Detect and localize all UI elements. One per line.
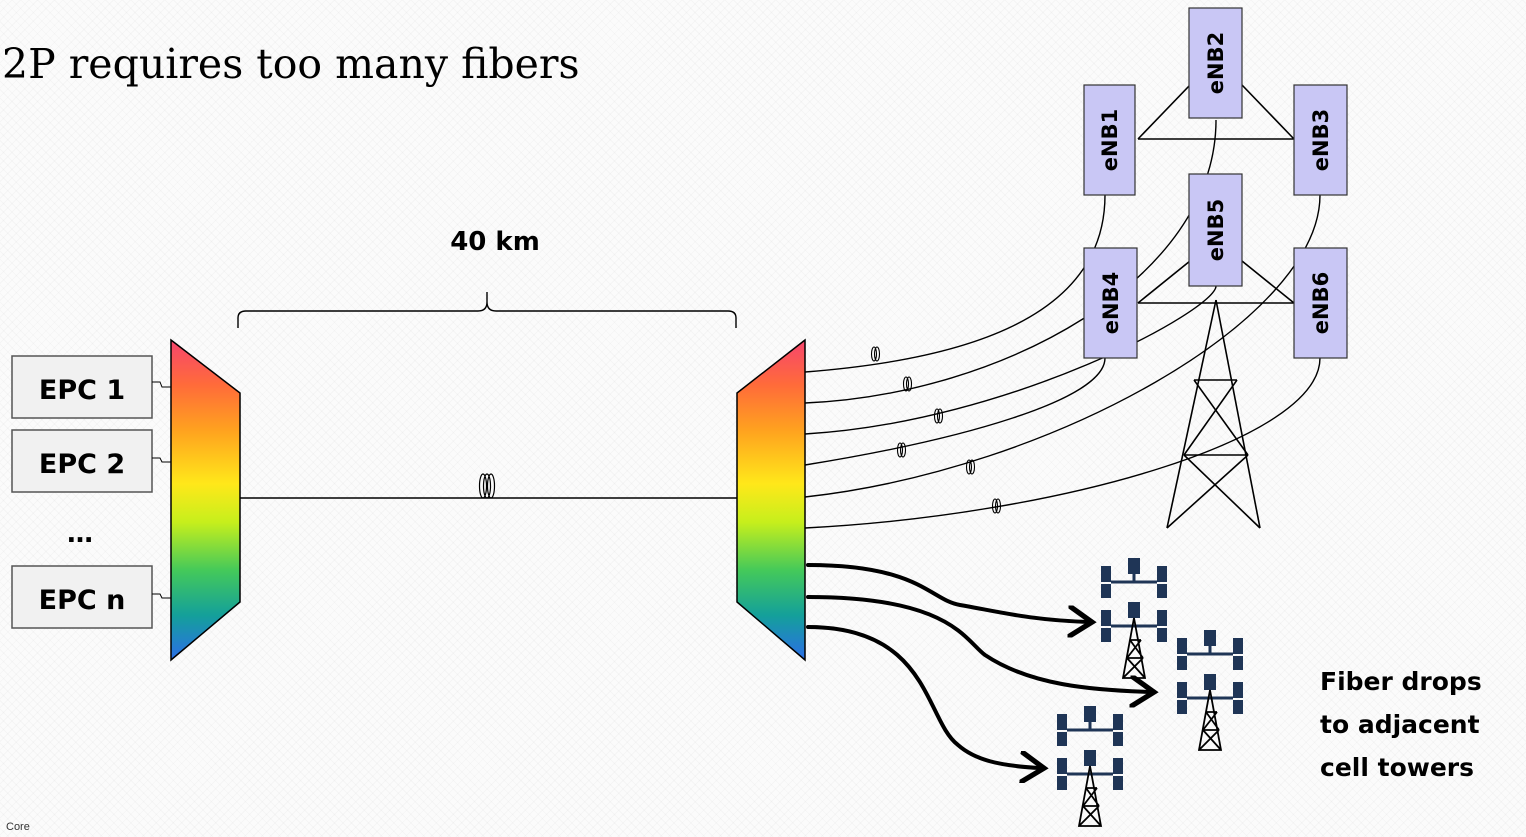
epc-box-n: EPC n bbox=[11, 565, 153, 629]
cell-tower-icon bbox=[1099, 556, 1169, 680]
enb-box-3-label: eNB3 bbox=[1309, 109, 1333, 171]
cell-tower-icon bbox=[1055, 704, 1125, 828]
epc-ellipsis: … bbox=[67, 519, 93, 549]
distance-label: 40 km bbox=[450, 227, 540, 257]
epc-box-n-label: EPC n bbox=[39, 585, 126, 616]
fiber-drop-3 bbox=[806, 625, 1040, 768]
subtitle: 2P requires too many fibers bbox=[2, 40, 580, 88]
fiber-drop-1 bbox=[806, 563, 1088, 622]
enb-fibers bbox=[804, 119, 1321, 529]
fiber-coil-icon bbox=[870, 346, 1002, 514]
footer-label: Core bbox=[6, 821, 30, 833]
enb-box-1: eNB1 bbox=[1083, 84, 1136, 196]
enb-box-5-label: eNB5 bbox=[1204, 199, 1228, 261]
distance-brace bbox=[237, 292, 737, 328]
epc-connectors bbox=[152, 381, 171, 599]
enb-box-2: eNB2 bbox=[1188, 7, 1243, 119]
enb-box-6-label: eNB6 bbox=[1309, 272, 1333, 334]
epc-box-1-label: EPC 1 bbox=[39, 375, 125, 406]
enb-box-1-label: eNB1 bbox=[1098, 109, 1122, 171]
fiber-coil-icon bbox=[478, 473, 496, 499]
fiber-drops bbox=[806, 563, 1150, 768]
caption-line-1: Fiber drops bbox=[1320, 667, 1482, 696]
caption: Fiber drops to adjacent cell towers bbox=[1320, 667, 1490, 782]
right-wdm-mux bbox=[736, 338, 806, 662]
enb-box-4: eNB4 bbox=[1083, 247, 1138, 359]
epc-box-2-label: EPC 2 bbox=[39, 449, 125, 480]
enb-box-4-label: eNB4 bbox=[1099, 272, 1123, 334]
caption-line-2: to adjacent bbox=[1320, 710, 1480, 739]
left-wdm-mux bbox=[170, 338, 241, 662]
epc-box-2: EPC 2 bbox=[11, 429, 153, 493]
enb-box-5: eNB5 bbox=[1188, 173, 1243, 287]
caption-line-3: cell towers bbox=[1320, 753, 1474, 782]
cell-tower-icon bbox=[1175, 628, 1245, 752]
enb-box-2-label: eNB2 bbox=[1204, 32, 1228, 94]
epc-box-1: EPC 1 bbox=[11, 355, 153, 419]
fiber-drop-2 bbox=[806, 595, 1150, 692]
enb-box-6: eNB6 bbox=[1293, 247, 1348, 359]
enb-box-3: eNB3 bbox=[1293, 84, 1348, 196]
